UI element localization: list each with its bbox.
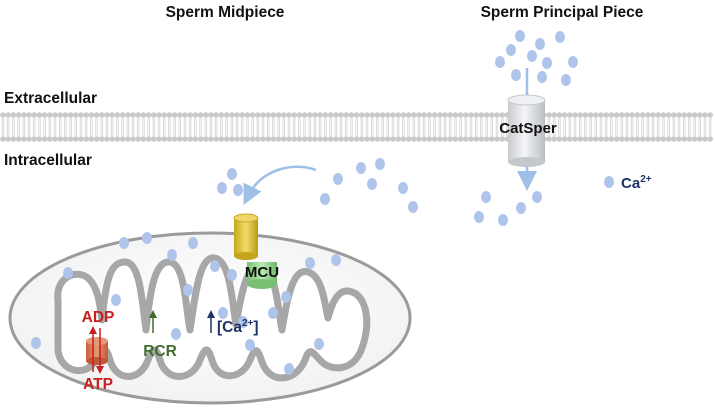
atp-label: ATP	[83, 376, 113, 393]
atp-synthase-body	[86, 341, 108, 361]
calcium-legend-label: Ca2+	[621, 174, 652, 192]
matrix-calcium	[31, 232, 341, 375]
calcium-legend-dot	[604, 176, 614, 188]
intracellular-calcium-principal	[474, 191, 542, 226]
adp-label: ADP	[82, 309, 115, 326]
calcium-uptake-arrow	[243, 165, 317, 205]
cell-membrane	[0, 112, 715, 142]
mcu-label: MCU	[245, 264, 279, 281]
intracellular-calcium-midpiece	[217, 158, 418, 213]
mcu-channel: MCU	[233, 213, 279, 289]
membrane-inner-leaflet	[0, 127, 713, 142]
midpiece-heading: Sperm Midpiece	[166, 4, 285, 21]
atp-synthase	[86, 326, 108, 374]
membrane-outer-leaflet	[0, 112, 713, 127]
calcium-legend: Ca2+	[604, 174, 652, 192]
matrix-calcium-label: [Ca2+]	[217, 318, 259, 336]
rcr-label: RCR	[143, 343, 177, 360]
extracellular-calcium-cluster	[495, 30, 578, 86]
extracellular-label: Extracellular	[4, 90, 97, 107]
principal-piece-heading: Sperm Principal Piece	[481, 4, 644, 21]
intracellular-label: Intracellular	[4, 152, 92, 169]
catsper-label: CatSper	[499, 120, 557, 137]
catsper-channel: CatSper	[499, 94, 557, 167]
